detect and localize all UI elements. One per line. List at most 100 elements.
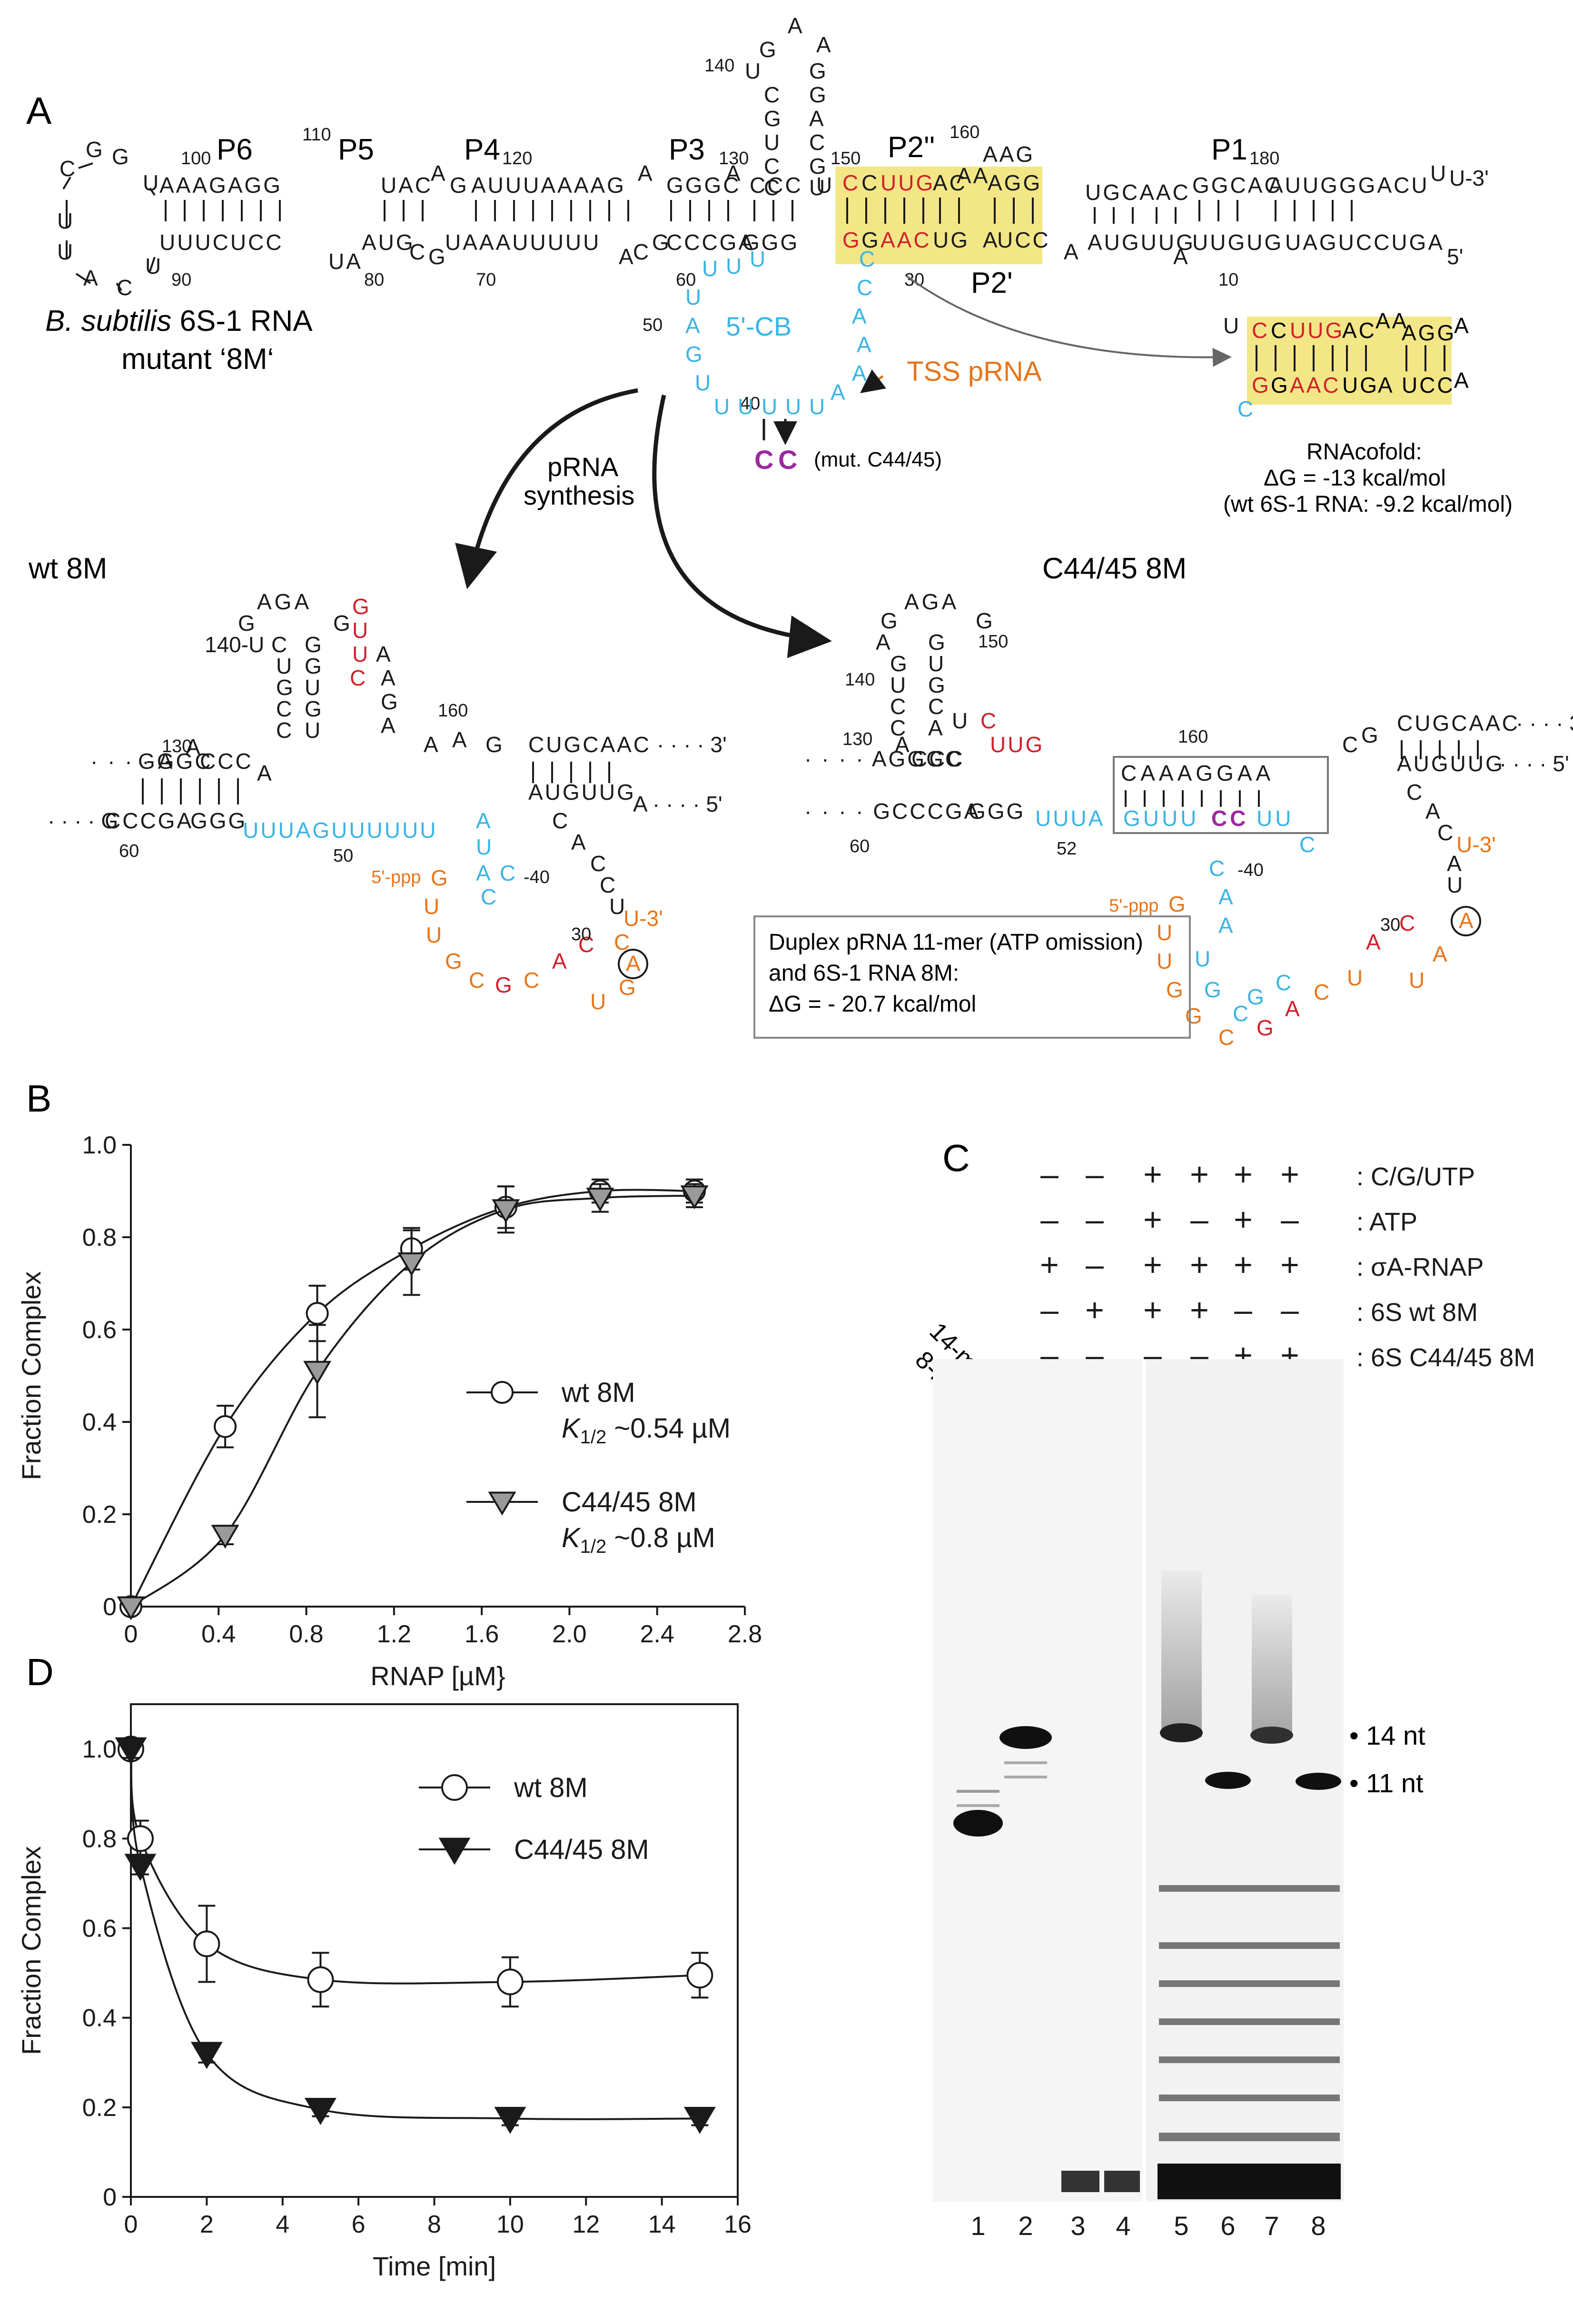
svg-text:130: 130 [719,149,749,169]
svg-text:A: A [1447,851,1462,876]
svg-text:C: C [980,708,996,733]
synthesis-label-1: pRNA [547,452,619,482]
svg-text:U: U [738,394,753,419]
svg-text:GUUU: GUUU [1123,806,1199,831]
y-tick-label: 0.8 [82,1224,117,1251]
data-point [683,2106,716,2134]
condition-label: : ATP [1356,1208,1417,1236]
svg-text:GGGC: GGGC [138,749,213,774]
svg-text:70: 70 [476,270,496,290]
svg-text:A: A [726,161,741,186]
panel-a-label: A [26,89,52,132]
svg-text:U: U [809,175,825,200]
structure-label: B. subtilis 6S-1 RNA [45,305,313,338]
legend-marker [438,1837,471,1865]
y-tick-label: 0.6 [82,1316,117,1344]
y-axis-label: Fraction Complex [16,1271,46,1480]
svg-text:G: G [485,732,503,757]
svg-text:A: A [1218,884,1233,909]
svg-text:140: 140 [845,670,875,690]
svg-text:G: G [1271,373,1288,397]
data-point [304,2098,336,2125]
svg-text:A: A [831,380,845,405]
svg-text:160: 160 [1178,727,1208,747]
svg-text:G: G [333,611,350,636]
legend-k-half: K1/2 ~0.8 µM [562,1522,715,1557]
svg-text:AUGUUG: AUGUUG [1088,230,1195,255]
condition-sign: – [1281,1292,1299,1328]
svg-text:180: 180 [1249,149,1279,169]
svg-text:90: 90 [171,270,191,290]
lane-number: 6 [1220,2211,1235,2241]
svg-text:A: A [788,13,802,38]
svg-text:U: U [352,618,368,643]
svg-text:G: G [809,82,826,107]
condition-sign: – [1086,1156,1104,1192]
svg-text:5'-ppp: 5'-ppp [371,867,421,887]
condition-sign: + [1143,1202,1162,1238]
svg-text:· · · · G: · · · · G [48,808,118,833]
data-point [115,1737,147,1765]
svg-text:C: C [600,873,615,897]
svg-text:G: G [1247,984,1264,1009]
svg-text:G: G [450,173,467,198]
svg-text:A: A [857,332,871,357]
panel-d-label: D [26,1651,54,1693]
svg-text:UUG: UUG [1290,318,1344,343]
svg-text:A: A [1454,313,1469,338]
svg-text:A: A [376,642,391,666]
synthesis-arrow-wt [455,388,638,589]
svg-text:C: C [469,968,485,993]
data-point [190,2042,223,2069]
svg-text:U: U [1223,313,1239,338]
y-axis-label: Fraction Complex [16,1846,46,2055]
wt-cb: UUUAGUUUUUU AUA C 50 [243,808,496,909]
svg-text:A: A [638,161,653,186]
svg-text:G: G [809,154,826,179]
svg-text:AA: AA [957,163,989,188]
structure-label-mutant: mutant ‘8M‘ [121,343,274,376]
svg-text:140-U: 140-U [205,632,264,657]
data-point [307,1966,334,1993]
svg-text:A: A [928,715,943,740]
svg-text:-40: -40 [524,867,550,887]
svg-text:G: G [1168,892,1186,916]
data-point [586,1188,614,1212]
svg-text:U: U [305,718,320,743]
svg-text:U: U [143,170,158,195]
svg-text:AC: AC [1342,318,1376,343]
p2-sequence: C C UUG AC AGG G G AAC UG A UCC [842,170,1049,252]
svg-text:A: A [431,161,445,186]
svg-text:C: C [1218,1025,1234,1050]
mut-title: C44/45 8M [1042,552,1187,585]
y-tick-label: 0.6 [82,1915,117,1942]
legend-label: wt 8M [561,1377,635,1408]
svg-text:U: U [57,239,73,264]
svg-text:UUUAGUUUUUU: UUUAGUUUUUU [243,818,437,843]
svg-text:G: G [1252,373,1269,397]
band-lane6-11nt [1205,1772,1251,1789]
svg-text:50: 50 [333,846,353,866]
svg-text:C: C [276,718,292,743]
svg-text:C: C [500,861,515,885]
svg-text:5': 5' [1447,244,1463,269]
svg-text:· · · · 5': · · · · 5' [1499,751,1569,776]
condition-sign: – [1086,1202,1104,1238]
svg-text:UUUCUCC: UUUCUCC [159,230,284,255]
legend-label: wt 8M [514,1772,588,1803]
panel-c-label: C [942,1137,970,1179]
svg-text:G: G [1185,1003,1202,1028]
svg-text:UUGUG: UUGUG [1192,230,1283,255]
legend-label: C44/45 8M [514,1834,649,1865]
svg-text:AGA: AGA [904,589,959,614]
svg-text:· · · · A: · · · · A [90,749,175,774]
mut-arrows [762,419,785,440]
gel-left [933,1359,1142,2202]
svg-text:G: G [305,696,322,721]
svg-text:G: G [976,608,993,633]
svg-text:60: 60 [119,841,139,861]
